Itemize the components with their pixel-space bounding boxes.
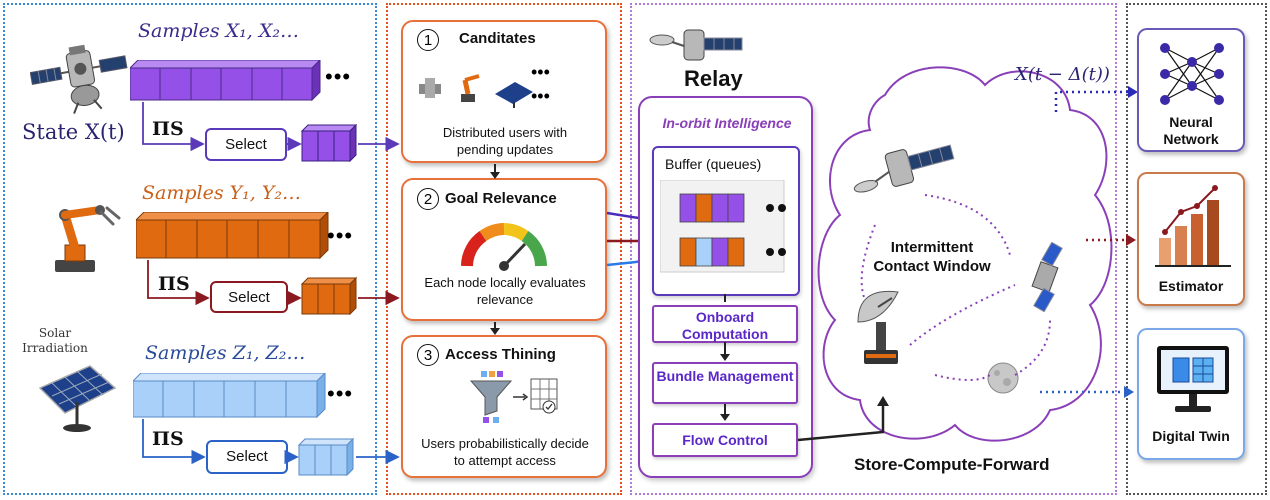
row1-ellipsis: ••• <box>325 64 352 89</box>
relay-title: Relay <box>684 66 743 91</box>
relay-satellite-icon <box>649 29 743 61</box>
estimator-chart-icon <box>1155 185 1231 267</box>
step2-title: Goal Relevance <box>445 190 557 207</box>
ground-station-dish-icon <box>857 290 899 364</box>
row2-queue <box>136 212 329 260</box>
row1-queue-blocks <box>128 58 322 102</box>
solar-panel-icon <box>38 365 117 432</box>
contact-window-label: Intermittent Contact Window <box>873 239 991 275</box>
relay-panel <box>630 3 1117 495</box>
satellite-icon <box>30 44 128 114</box>
filter-funnel-icon <box>469 371 558 423</box>
age-formula-label: X(t − Δ(t)) <box>1015 64 1110 85</box>
row3-ellipsis: ••• <box>327 381 354 406</box>
neural-network-label: Neural Network <box>1163 114 1219 147</box>
step2-card: 2 Goal Relevance Each node locally evalu… <box>401 178 607 321</box>
contact-links <box>860 194 1051 381</box>
middle-connectors <box>490 164 500 335</box>
cloud-satellite-icon <box>853 144 955 193</box>
step3-card: 3 Access Thining Users probabilistically… <box>401 335 607 478</box>
neural-network-icon <box>1160 43 1224 105</box>
candidates-dots-1: ••• <box>531 62 550 82</box>
row3-select-button[interactable]: Select <box>206 440 288 474</box>
state-label: State X(t) <box>22 120 125 144</box>
output-arrows <box>1040 86 1138 398</box>
step2-number: 2 <box>417 188 439 210</box>
step2-desc: Each node locally evaluates relevance <box>424 275 586 307</box>
buffer-title: Buffer (queues) <box>665 156 762 172</box>
users-panel <box>3 3 377 495</box>
robot-arm-icon <box>55 205 121 272</box>
flow-to-cloud-arrow <box>797 396 889 442</box>
step3-desc: Users probabilistically decide to attemp… <box>421 436 589 468</box>
left-connectors <box>142 102 400 465</box>
row2-policy-label: ΠS <box>158 273 190 295</box>
row2-small-queue <box>300 276 358 316</box>
estimator-card: Estimator <box>1137 172 1245 306</box>
row1-small-queue <box>300 123 358 163</box>
relay-connectors <box>720 294 730 421</box>
step1-card: 1 Canditates ••• ••• Distributed users w… <box>401 20 607 163</box>
mac-panel <box>386 3 622 495</box>
step1-title: Canditates <box>459 30 536 47</box>
step3-number: 3 <box>417 344 439 366</box>
digital-twin-card: Digital Twin <box>1137 328 1245 460</box>
row2-samples-label: Samples Y₁, Y₂… <box>142 182 302 204</box>
step3-title: Access Thining <box>445 346 556 363</box>
candidates-icons <box>419 74 533 108</box>
row3-queue <box>133 373 326 419</box>
cloud-small-satellite-icon <box>1031 242 1063 312</box>
candidates-dots-2: ••• <box>531 86 550 106</box>
solar-irradiation-label: Solar Irradiation <box>22 326 88 355</box>
neural-network-card: Neural Network <box>1137 28 1245 152</box>
row2-ellipsis: ••• <box>327 223 354 248</box>
row3-small-queue <box>297 437 355 477</box>
moon-icon <box>987 362 1019 394</box>
row2-select-button[interactable]: Select <box>210 281 288 313</box>
flow-control-box: Flow Control <box>652 423 798 457</box>
store-compute-forward-label: Store-Compute-Forward <box>854 455 1050 474</box>
row3-policy-label: ΠS <box>152 428 184 450</box>
relay-subtitle: In-orbit Intelligence <box>662 115 792 131</box>
buffer-queues <box>660 180 786 273</box>
bundle-management-box: Bundle Management <box>652 362 798 404</box>
digital-twin-label: Digital Twin <box>1152 428 1230 444</box>
row1-policy-label: ΠS <box>152 118 184 140</box>
row1-queue <box>128 58 340 102</box>
row1-samples-label: Samples X₁, X₂… <box>138 20 299 42</box>
row1-select-button[interactable]: Select <box>205 128 287 161</box>
step1-number: 1 <box>417 29 439 51</box>
estimator-label: Estimator <box>1158 278 1224 294</box>
row3-samples-label: Samples Z₁, Z₂… <box>145 342 306 364</box>
output-panel <box>1126 3 1267 495</box>
onboard-computation-box: Onboard Computation <box>652 305 798 343</box>
step1-desc: Distributed users with pending updates <box>442 125 568 157</box>
digital-twin-monitor-icon <box>1157 346 1229 412</box>
gauge-icon <box>461 223 547 271</box>
